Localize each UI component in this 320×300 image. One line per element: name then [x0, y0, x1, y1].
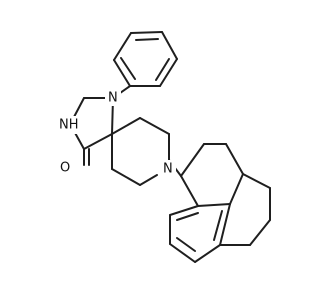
fused-ring-bond [180, 143, 205, 177]
phenyl-bond [130, 31, 163, 34]
atom-label-group: N NH O N [58, 88, 176, 178]
phenyl-bond [113, 32, 132, 61]
piperidine-bond [111, 168, 141, 186]
fused-ring-bond [229, 173, 244, 205]
atom-label-n8: N [163, 162, 173, 177]
phenyl-bond [161, 31, 178, 60]
atom-label-n1: N [108, 91, 118, 106]
phenyl-bond [159, 58, 178, 87]
atom-label-o: O [60, 161, 70, 176]
fused-ring-bond [180, 175, 199, 207]
phenyl-double-bond [120, 57, 136, 80]
aromatic-bond [194, 244, 221, 263]
aromatic-double-bond [176, 237, 196, 252]
aromatic-bond [169, 205, 199, 216]
fused-ring-bond [249, 219, 271, 246]
molecule-diagram: N NH O N [58, 31, 271, 263]
piperidine-bond [139, 174, 158, 186]
piperidine-bond [111, 117, 141, 135]
aromatic-bond [169, 243, 196, 263]
aromatic-double-bond [213, 210, 223, 241]
o-label-background [58, 159, 74, 177]
phenyl-bond [113, 59, 131, 87]
bond-group [73, 31, 271, 263]
ring-bond [83, 133, 113, 150]
fused-ring-bond [225, 143, 244, 175]
n8-label-background [160, 160, 176, 178]
fused-ring-bond [197, 203, 231, 207]
n1-label-background [105, 88, 121, 106]
fused-ring-bond [219, 203, 231, 246]
atom-label-nh: NH [59, 118, 79, 133]
piperidine-bond [139, 117, 170, 135]
fused-ring-bond [242, 173, 271, 189]
nh-label-background [58, 116, 86, 134]
aromatic-double-bond [176, 212, 199, 221]
phenyl-double-bond [155, 58, 170, 81]
ring-bond [73, 97, 85, 118]
phenyl-double-bond [135, 38, 159, 41]
